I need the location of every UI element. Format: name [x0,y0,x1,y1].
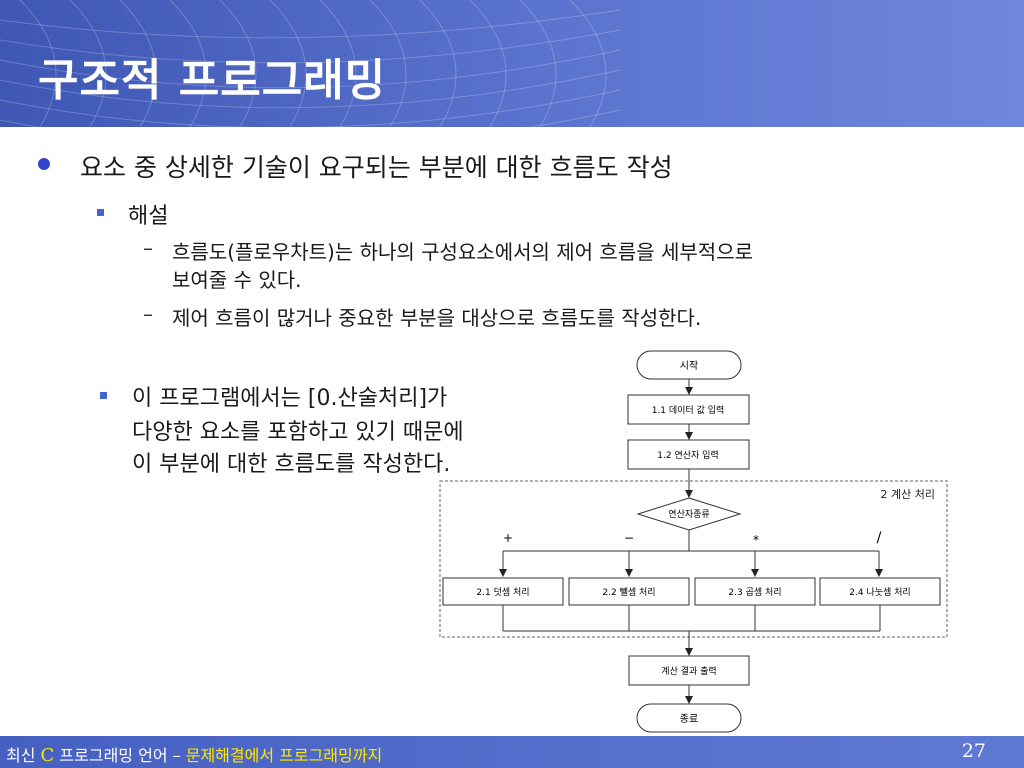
bullet-level2-explanation: 해설 [128,204,169,229]
branch-label-divide: / [877,530,882,546]
bullet-level3-a-line1: 흐름도(플로우차트)는 하나의 구성요소에서의 제어 흐름을 세부적으로 [172,240,753,264]
footer-book-title: 최신 C 프로그래밍 언어 – 문제해결에서 프로그래밍까지 [6,742,382,766]
page-title: 구조적 프로그래밍 [38,55,387,106]
bullet-level2-b-line3: 이 부분에 대한 흐름도를 작성한다. [132,452,451,477]
bullet-level2-b-line2: 다양한 요소를 포함하고 있기 때문에 [132,420,464,445]
end-terminator [636,703,742,733]
bullet-level3-b: 제어 흐름이 많거나 중요한 부분을 대상으로 흐름도를 작성한다. [172,306,702,330]
op-sub-label: 2.2 뺄셈 처리 [602,586,655,598]
branch-label-multiply: * [753,533,759,547]
end-label: 종료 [680,713,698,725]
input-op-label: 1.2 연산자 입력 [657,449,718,461]
header-mesh-pattern [0,0,621,127]
op-mul-label: 2.3 곱셈 처리 [728,586,781,598]
decision-label: 연산자종류 [668,509,709,520]
flowchart: 2 계산 처리 시작 1.1 데이터 값 입력 1.2 연산자 입력 연산자종류… [439,350,948,733]
op-add-label: 2.1 덧셈 처리 [476,586,529,598]
footer-highlight: 문제해결에서 프로그래밍까지 [185,746,383,765]
slide-footer: 최신 C 프로그래밍 언어 – 문제해결에서 프로그래밍까지 27 [0,736,1024,768]
output-label: 계산 결과 출력 [661,665,716,677]
page-number: 27 [961,740,986,762]
input-data-process [627,394,750,425]
input-data-label: 1.1 데이터 값 입력 [652,404,725,416]
bullet-level1: 요소 중 상세한 기술이 요구되는 부분에 대한 흐름도 작성 [80,153,673,182]
op-mul-process [694,577,816,606]
op-sub-process [568,577,690,606]
op-div-label: 2.4 나눗셈 처리 [849,586,910,598]
footer-middle: 프로그래밍 언어 – [59,746,181,765]
bullet-level3-a-line2: 보여줄 수 있다. [172,268,302,292]
slide-header: 구조적 프로그래밍 [0,0,1024,127]
dash-marker: – [143,236,153,260]
bullet-level2-b-line1: 이 프로그램에서는 [0.산술처리]가 [132,386,448,411]
footer-prefix: 최신 [6,746,36,765]
footer-c-letter: C [40,745,55,766]
bullet-dot [38,158,50,170]
bullet-square [100,392,107,399]
calc-group-label: 2 계산 처리 [881,488,935,501]
dash-marker: – [143,302,153,326]
branch-label-minus: − [624,531,634,545]
bullet-square [97,209,104,216]
start-label: 시작 [680,360,698,372]
output-process [628,655,750,686]
branch-label-plus: + [503,531,513,545]
calc-group-frame [439,480,948,638]
op-add-process [442,577,564,606]
op-div-process [819,577,941,606]
